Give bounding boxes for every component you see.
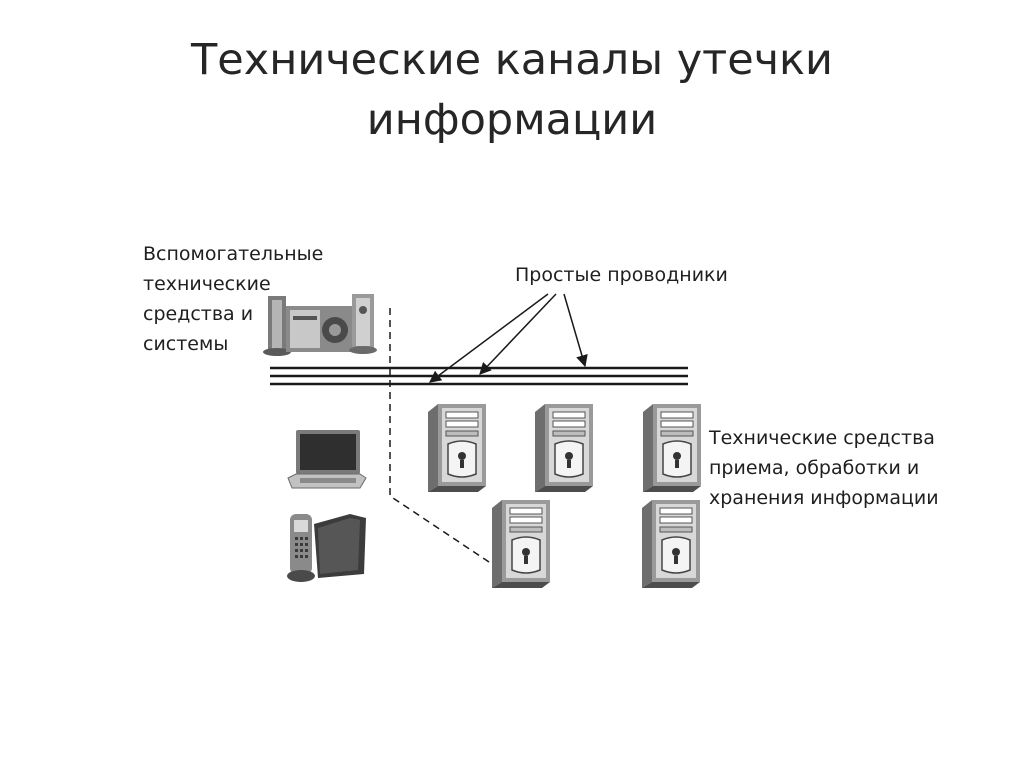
conductor-lines xyxy=(270,366,688,386)
cordless-phone-icon xyxy=(287,514,366,582)
title-line-2: информации xyxy=(366,95,658,145)
aux-label-line-3: средства и xyxy=(143,303,254,325)
arrow-to-line-1 xyxy=(563,293,588,368)
pc-tower-icon xyxy=(641,499,701,589)
pc-tower-icon xyxy=(427,403,487,493)
conductor-arrows xyxy=(429,293,588,383)
pc-tower-icon xyxy=(534,403,594,493)
auxiliary-systems-label: Вспомогательные технические средства и с… xyxy=(143,239,323,359)
pc-tower-icon xyxy=(642,403,702,493)
title-line-1: Технические каналы утечки xyxy=(191,35,833,85)
main-equipment-label: Технические средства приема, обработки и… xyxy=(709,423,939,513)
aux-label-line-2: технические xyxy=(143,273,271,295)
slide-title: Технические каналы утечки информации xyxy=(0,30,1024,150)
aux-label-line-1: Вспомогательные xyxy=(143,243,324,265)
main-label-line-1: Технические средства xyxy=(709,427,935,449)
arrow-to-line-3 xyxy=(429,293,549,383)
pc-tower-icon xyxy=(491,499,551,589)
conductors-label: Простые проводники xyxy=(515,264,728,286)
speaker-system-icon xyxy=(263,294,377,356)
aux-label-line-4: системы xyxy=(143,333,229,355)
boundary-dashed-line xyxy=(389,308,499,569)
laptop-icon xyxy=(287,430,367,489)
main-label-line-3: хранения информации xyxy=(709,487,939,509)
arrow-to-line-2 xyxy=(479,293,557,375)
main-label-line-2: приема, обработки и xyxy=(709,457,920,479)
